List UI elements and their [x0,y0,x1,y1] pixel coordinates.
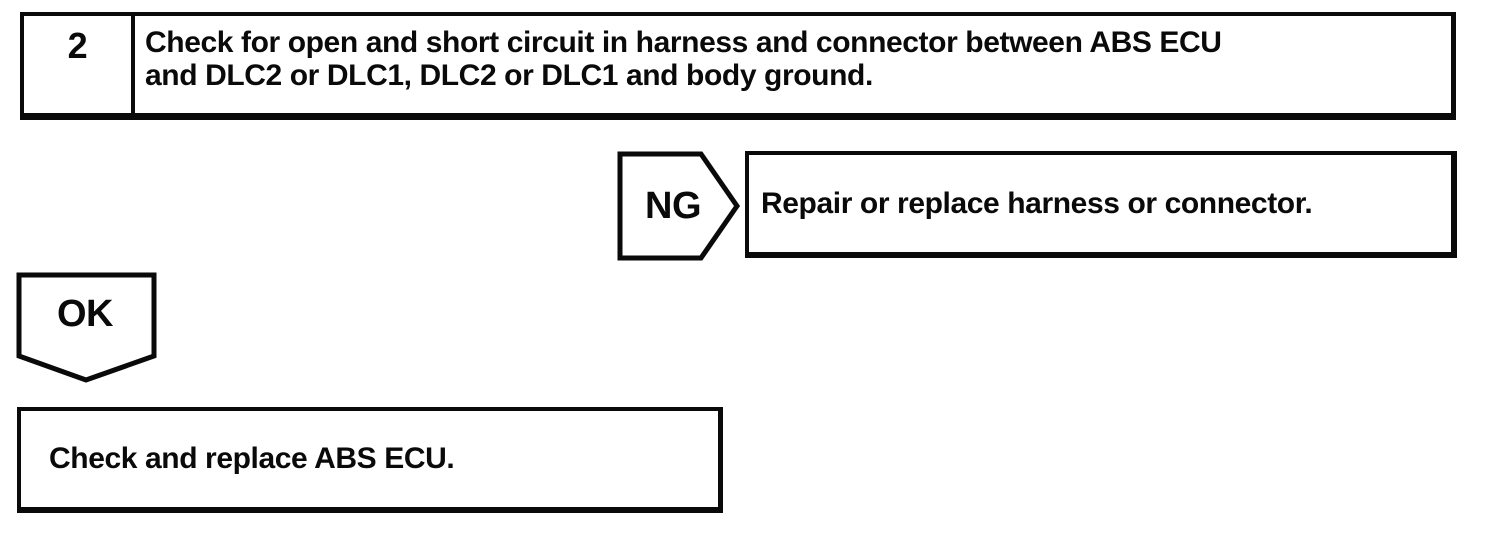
ng-action-text: Repair or replace harness or connector. [761,186,1313,220]
step-box: 2 Check for open and short circuit in ha… [20,12,1456,120]
ng-label: NG [645,184,702,227]
step-instruction: Check for open and short circuit in harn… [135,16,1451,113]
ok-action-text: Check and replace ABS ECU. [49,442,455,475]
ok-pentagon-icon [16,272,157,383]
ng-connector: NG [617,151,741,261]
ok-action-box: Check and replace ABS ECU. [17,407,723,513]
step-instruction-line-2: and DLC2 or DLC1, DLC2 or DLC1 and body … [145,59,873,92]
step-number: 2 [67,25,88,66]
ng-action-box: Repair or replace harness or connector. [745,151,1457,258]
step-instruction-line-1: Check for open and short circuit in harn… [145,26,1222,59]
step-number-cell: 2 [24,16,135,113]
ng-pentagon-icon [617,151,741,261]
ok-connector: OK [16,272,157,383]
ok-label: OK [57,292,114,335]
